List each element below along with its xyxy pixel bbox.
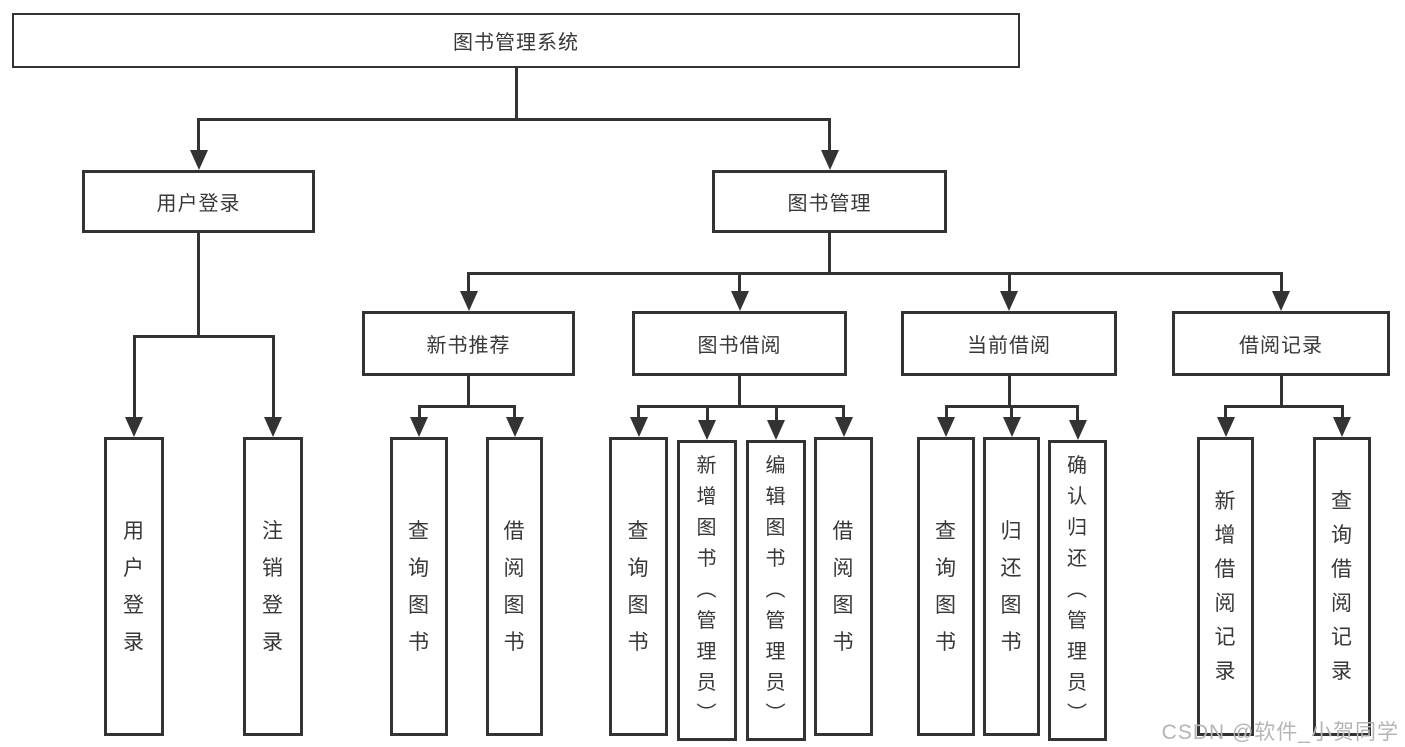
arrow-down-icon	[125, 417, 143, 437]
arrow-down-icon	[505, 417, 524, 437]
node-leaf-borrow-books: 借 阅 图 书	[814, 437, 873, 736]
connector-line	[1007, 272, 1011, 293]
node-label-leaf-query-books-borrow: 查 询 图 书	[627, 519, 650, 654]
connector-line	[467, 272, 470, 293]
arrow-down-icon	[698, 420, 716, 440]
connector-line	[271, 335, 275, 419]
connector-line	[1279, 272, 1283, 293]
arrow-down-icon	[1272, 291, 1290, 311]
connector-line	[944, 405, 948, 419]
node-label-current-borrow: 当前借阅	[967, 335, 1051, 357]
node-label-new-book-rec: 新书推荐	[426, 335, 511, 357]
connector-line	[705, 405, 709, 422]
arrow-down-icon	[1002, 417, 1021, 437]
connector-line	[197, 233, 200, 338]
node-label-leaf-query-borrow-record: 查 询 借 阅 记 录	[1331, 489, 1353, 683]
node-leaf-edit-books-admin: 编 辑 图 书 ︵ 管 理 员 ︶	[746, 440, 806, 741]
connector-line	[828, 118, 831, 152]
arrow-down-icon	[834, 417, 853, 437]
connector-line	[1007, 376, 1011, 408]
node-label-leaf-query-books-rec: 查 询 图 书	[408, 519, 430, 654]
node-leaf-logout: 注 销 登 录	[243, 437, 303, 736]
node-book-mgmt: 图书管理	[712, 170, 947, 233]
arrow-down-icon	[189, 150, 208, 170]
node-label-leaf-add-books-admin: 新 增 图 书 ︵ 管 理 员 ︶	[696, 455, 718, 725]
connector-line	[1340, 405, 1344, 419]
connector-line	[1224, 405, 1227, 419]
connector-line	[637, 405, 640, 419]
arrow-down-icon	[1216, 417, 1235, 437]
node-leaf-query-books-borrow: 查 询 图 书	[609, 437, 668, 736]
node-leaf-user-login: 用 户 登 录	[104, 437, 164, 736]
node-label-borrow-records: 借阅记录	[1239, 335, 1323, 357]
arrow-down-icon	[264, 417, 282, 437]
node-new-book-rec: 新书推荐	[362, 311, 575, 376]
arrow-down-icon	[730, 291, 749, 311]
connector-line	[842, 405, 845, 419]
connector-line	[1224, 405, 1344, 408]
arrow-down-icon	[767, 420, 785, 440]
connector-line	[132, 335, 136, 419]
connector-line	[1076, 405, 1079, 422]
connector-line	[417, 405, 421, 419]
node-leaf-add-borrow-record: 新 增 借 阅 记 录	[1197, 437, 1254, 736]
node-user-login: 用户登录	[82, 170, 315, 233]
arrow-down-icon	[1068, 420, 1087, 440]
connector-line	[828, 233, 831, 275]
connector-line	[1279, 376, 1283, 408]
node-label-leaf-borrow-books-rec: 借 阅 图 书	[503, 519, 526, 654]
connector-line	[197, 118, 200, 152]
node-label-leaf-borrow-books: 借 阅 图 书	[832, 519, 855, 654]
arrow-down-icon	[410, 417, 428, 437]
connector-line	[513, 405, 516, 419]
connector-line	[132, 335, 275, 338]
connector-line	[774, 405, 778, 422]
connector-line	[1010, 405, 1013, 419]
node-leaf-query-borrow-record: 查 询 借 阅 记 录	[1313, 437, 1371, 736]
node-current-borrow: 当前借阅	[901, 311, 1117, 376]
node-leaf-borrow-books-rec: 借 阅 图 书	[486, 437, 543, 736]
connector-line	[637, 405, 845, 408]
arrow-down-icon	[937, 417, 955, 437]
node-label-leaf-user-login: 用 户 登 录	[123, 519, 145, 654]
node-label-user-login: 用户登录	[156, 193, 241, 215]
arrow-down-icon	[1000, 291, 1018, 311]
node-borrow-records: 借阅记录	[1172, 311, 1390, 376]
node-leaf-add-books-admin: 新 增 图 书 ︵ 管 理 员 ︶	[677, 440, 737, 741]
arrow-down-icon	[459, 291, 478, 311]
node-book-borrow: 图书借阅	[632, 311, 847, 376]
node-leaf-return-books: 归 还 图 书	[983, 437, 1040, 736]
node-label-book-mgmt: 图书管理	[787, 193, 872, 215]
node-label-leaf-edit-books-admin: 编 辑 图 书 ︵ 管 理 员 ︶	[765, 455, 787, 725]
connector-line	[467, 376, 470, 408]
node-leaf-query-books-current: 查 询 图 书	[917, 437, 975, 736]
node-label-leaf-confirm-return-admin: 确 认 归 还 ︵ 管 理 员 ︶	[1067, 455, 1088, 725]
arrow-down-icon	[820, 150, 839, 170]
connector-line	[197, 118, 831, 121]
node-leaf-confirm-return-admin: 确 认 归 还 ︵ 管 理 员 ︶	[1048, 440, 1107, 741]
node-root: 图书管理系统	[12, 13, 1020, 68]
connector-line	[738, 272, 741, 293]
arrow-down-icon	[629, 417, 648, 437]
node-label-leaf-add-borrow-record: 新 增 借 阅 记 录	[1214, 489, 1237, 683]
arrow-down-icon	[1333, 417, 1351, 437]
node-label-root: 图书管理系统	[453, 32, 579, 54]
connector-line	[417, 405, 516, 408]
connector-line	[467, 272, 1283, 275]
node-label-leaf-query-books-current: 查 询 图 书	[935, 519, 957, 654]
connector-line	[738, 376, 741, 408]
node-label-leaf-logout: 注 销 登 录	[262, 519, 284, 654]
csdn-watermark: CSDN @软件_小贺同学	[1161, 721, 1399, 744]
node-leaf-query-books-rec: 查 询 图 书	[390, 437, 448, 736]
node-label-leaf-return-books: 归 还 图 书	[1000, 519, 1023, 654]
connector-line	[514, 68, 518, 121]
node-label-book-borrow: 图书借阅	[697, 335, 782, 357]
